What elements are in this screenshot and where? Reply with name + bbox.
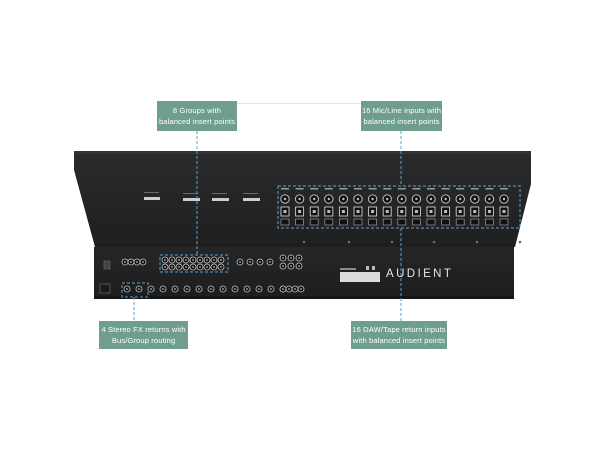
jack-connector <box>297 285 305 293</box>
xlr-input-connector <box>367 188 378 226</box>
mic-line-highlight <box>277 185 521 229</box>
power-switch <box>103 260 111 270</box>
jack-connector <box>287 254 295 262</box>
jack-connector <box>161 256 169 264</box>
xlr-input-connector <box>499 188 509 226</box>
jack-connector <box>121 258 129 266</box>
jack-connector <box>203 263 211 271</box>
jack-connector <box>267 285 275 293</box>
dsub-connectors <box>144 197 260 201</box>
callout-stereo-fx: 4 Stereo FX returns with Bus/Group routi… <box>99 321 188 349</box>
callout-groups: 8 Groups with balanced insert points <box>157 101 237 131</box>
jack-connector <box>189 263 197 271</box>
jack-connector <box>231 285 239 293</box>
jack-connector <box>168 256 176 264</box>
jack-connector <box>246 258 254 266</box>
leader-lines <box>133 131 402 321</box>
xlr-input-connector <box>353 188 363 226</box>
jack-connector <box>287 262 295 270</box>
callout-mic-line-line2: balanced insert points <box>363 117 440 126</box>
jack-connector <box>183 285 191 293</box>
jack-connector <box>236 258 244 266</box>
jack-connector <box>135 285 143 293</box>
jack-connector <box>123 285 131 293</box>
jack-connector <box>168 263 176 271</box>
jack-connector <box>171 285 179 293</box>
jack-connector <box>210 263 218 271</box>
jack-connector <box>266 258 274 266</box>
xlr-input-connector <box>440 188 451 226</box>
xlr-input-connector <box>294 188 305 226</box>
mic-line-input-bank <box>280 188 509 226</box>
jack-connector <box>133 258 141 266</box>
jack-connector <box>279 254 287 262</box>
xlr-input-connector <box>411 188 422 226</box>
jack-connector <box>279 285 287 293</box>
jack-connector <box>161 263 169 271</box>
lower-connector-bank <box>121 254 305 293</box>
jack-connector <box>159 285 167 293</box>
jack-connector <box>295 262 303 270</box>
jack-connector <box>195 285 203 293</box>
xlr-input-connector <box>455 188 465 226</box>
callout-mic-line-line1: 16 Mic/Line inputs with <box>361 106 442 115</box>
xlr-input-connector <box>484 188 495 226</box>
jack-connector <box>243 285 251 293</box>
xlr-input-connector <box>280 188 290 226</box>
jack-connector <box>285 285 293 293</box>
xlr-input-connector <box>338 188 349 226</box>
callout-mic-line: 16 Mic/Line inputs with balanced insert … <box>361 101 442 131</box>
xlr-input-connector <box>426 188 436 226</box>
jack-connector <box>291 285 299 293</box>
jack-connector <box>219 285 227 293</box>
jack-connector <box>139 258 147 266</box>
jack-connector <box>279 262 287 270</box>
jack-connector <box>210 256 218 264</box>
jack-connector <box>295 254 303 262</box>
callout-stereo-fx-line1: 4 Stereo FX returns with <box>101 325 186 334</box>
jack-connector <box>182 256 190 264</box>
spec-label <box>340 272 380 282</box>
groups-highlight <box>159 254 229 273</box>
jack-connector <box>217 256 225 264</box>
panel-screws <box>302 240 522 244</box>
xlr-input-connector <box>382 188 392 226</box>
jack-connector <box>196 256 204 264</box>
jack-connector <box>255 285 263 293</box>
xlr-input-connector <box>324 188 334 226</box>
stereo-fx-highlight <box>121 282 149 298</box>
callout-groups-line1: 8 Groups with <box>172 106 222 115</box>
jack-connector <box>147 285 155 293</box>
callout-daw-line1: 16 DAW/Tape return inputs <box>352 325 446 334</box>
jack-connector <box>196 263 204 271</box>
power-inlet <box>99 283 111 294</box>
jack-connector <box>256 258 264 266</box>
xlr-input-connector <box>309 188 319 226</box>
jack-connector <box>175 263 183 271</box>
xlr-input-connector <box>397 188 407 226</box>
brand-logo: AUDIENT <box>386 268 454 280</box>
jack-connector <box>175 256 183 264</box>
callout-stereo-fx-line2: Bus/Group routing <box>111 336 176 345</box>
guide-line <box>237 103 361 104</box>
jack-connector <box>189 256 197 264</box>
upper-panel-lip <box>74 151 531 154</box>
jack-connector <box>207 285 215 293</box>
callout-groups-line2: balanced insert points <box>158 117 236 126</box>
callout-daw: 16 DAW/Tape return inputs with balanced … <box>351 321 447 349</box>
jack-connector <box>203 256 211 264</box>
callout-daw-line2: with balanced insert points <box>352 336 446 345</box>
jack-connector <box>127 258 135 266</box>
xlr-input-connector <box>470 188 480 226</box>
jack-connector <box>217 263 225 271</box>
jack-connector <box>182 263 190 271</box>
